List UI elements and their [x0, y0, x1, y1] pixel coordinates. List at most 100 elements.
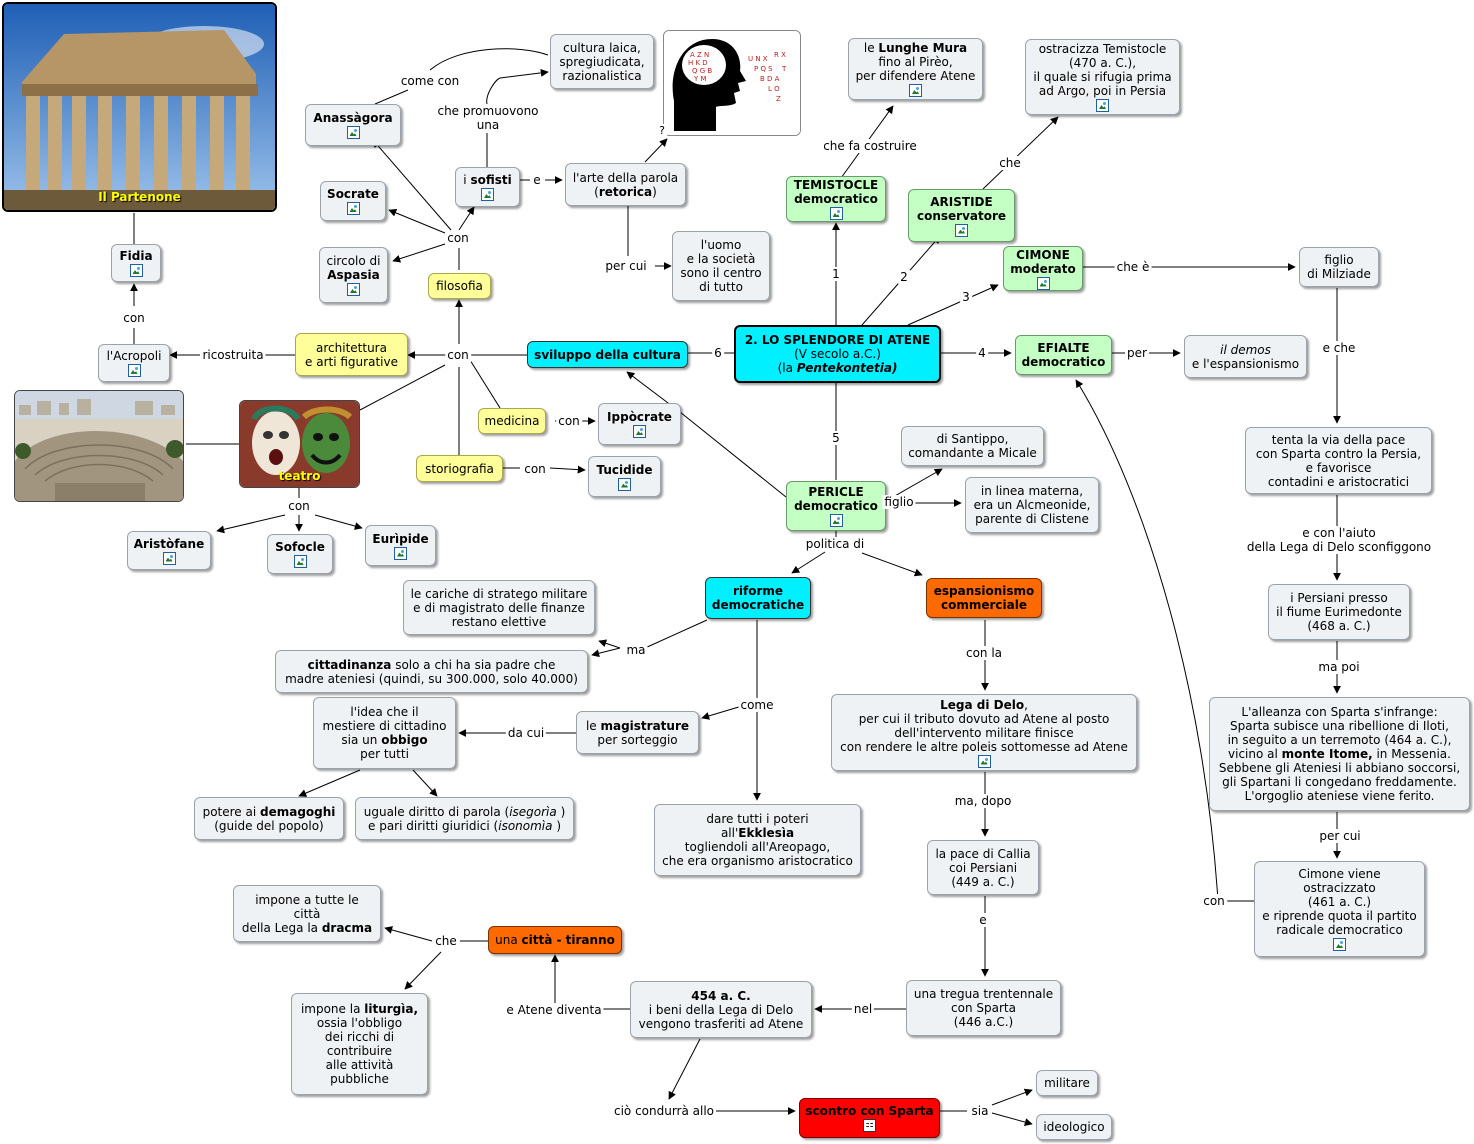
idea-obbligo-node[interactable]: l'idea che il mestiere di cittadino sia … — [313, 697, 456, 769]
image-icon[interactable] — [162, 551, 176, 565]
link-label: 6 — [712, 346, 724, 360]
acropoli-node[interactable]: l'Acropoli — [98, 344, 170, 382]
temistocle-node[interactable]: TEMISTOCLE democratico — [786, 176, 886, 222]
efialte-node[interactable]: EFIALTE democratico — [1015, 335, 1112, 375]
cimone-ostracizzato-node[interactable]: Cimone viene ostracizzato (461 a. C.) e … — [1254, 861, 1425, 957]
espansionismo-commerciale-node[interactable]: espansionismo commerciale — [926, 578, 1042, 618]
alcmeonide-node[interactable]: in linea materna, era un Alcmeonide, par… — [965, 477, 1099, 533]
anassagora-node[interactable]: Anassàgora — [305, 104, 401, 146]
link-label: politica di — [803, 537, 867, 551]
figlio-milziade-node[interactable]: figlio di Milziade — [1299, 247, 1379, 287]
link-label: ciò condurrà allo — [611, 1104, 717, 1118]
sofisti-node[interactable]: i sofisti — [455, 167, 520, 207]
poteri-ekklesia-node[interactable]: dare tutti i poteri all'Ekklesìa toglien… — [654, 804, 861, 876]
image-icon[interactable] — [977, 754, 991, 768]
image-icon[interactable] — [1096, 99, 1109, 112]
militare-node[interactable]: militare — [1036, 1070, 1098, 1096]
aspasia-node[interactable]: circolo di Aspasia — [319, 247, 388, 303]
concept-map-icon[interactable]: ⚏ — [863, 1119, 876, 1132]
image-icon[interactable] — [129, 264, 143, 277]
demagoghi-node[interactable]: potere ai demagoghi (guide del popolo) — [194, 797, 344, 840]
persiani-eurimedonte-node[interactable]: i Persiani presso il fiume Eurimedonte (… — [1268, 584, 1410, 640]
aristofane-node[interactable]: Aristòfane — [127, 531, 211, 570]
theatre-masks-image — [240, 401, 359, 487]
medicina-node[interactable]: medicina — [478, 408, 546, 434]
theatre-photo[interactable] — [14, 390, 184, 502]
image-icon[interactable] — [346, 126, 360, 139]
liturgia-node[interactable]: impone la liturgìa, ossia l'obbligo dei … — [291, 993, 428, 1095]
cimone-node[interactable]: CIMONE moderato — [1003, 246, 1083, 291]
main-subtitle: (V secolo a.C.) — [794, 347, 881, 361]
pace-callia-node[interactable]: la pace di Callia coi Persiani (449 a. C… — [927, 840, 1039, 895]
image-icon[interactable] — [346, 202, 360, 215]
architettura-node[interactable]: architettura e arti figurative — [295, 333, 408, 376]
ostracizza-temistocle-node[interactable]: ostracizza Temistocle (470 a. C.), il qu… — [1025, 39, 1180, 115]
link-label: figlio — [882, 495, 916, 509]
magistrature-node[interactable]: le magistrature per sorteggio — [576, 711, 699, 754]
tucidide-node[interactable]: Tucidide — [588, 456, 661, 497]
sviluppo-cultura-node[interactable]: sviluppo della cultura — [527, 341, 688, 368]
ippocrate-node[interactable]: Ippòcrate — [598, 403, 681, 445]
link-label: che — [997, 156, 1023, 170]
image-icon[interactable] — [1036, 276, 1050, 290]
link-label: con la — [963, 646, 1005, 660]
lunghe-mura-node[interactable]: le Lunghe Mura fino al Pirèo, per difend… — [848, 38, 983, 100]
teatro-node[interactable]: teatro — [239, 400, 360, 488]
image-icon[interactable] — [127, 364, 141, 377]
image-icon[interactable] — [955, 223, 968, 237]
link-label: come con — [398, 74, 462, 88]
svg-text:T: T — [781, 65, 787, 73]
citta-tiranno-node[interactable]: una città - tiranno — [488, 926, 622, 954]
fidia-node[interactable]: Fidia — [111, 244, 161, 282]
image-icon[interactable] — [1333, 938, 1346, 951]
image-icon[interactable] — [481, 188, 494, 201]
aristide-node[interactable]: ARISTIDE conservatore — [908, 189, 1015, 242]
pericle-node[interactable]: PERICLE democratico — [786, 481, 886, 531]
cittadinanza-node[interactable]: cittadinanza solo a chi ha sia padre che… — [275, 650, 588, 693]
riforme-democratiche-node[interactable]: riforme democratiche — [705, 577, 811, 619]
parthenon-photo[interactable]: Il Partenone — [2, 2, 277, 212]
filosofia-node[interactable]: filosofia — [428, 273, 491, 299]
ideologico-node[interactable]: ideologico — [1036, 1114, 1112, 1140]
svg-text:B D A: B D A — [760, 75, 780, 83]
scontro-sparta-node[interactable]: scontro con Sparta ⚏ — [799, 1098, 940, 1138]
dracma-node[interactable]: impone a tutte le città della Lega la dr… — [233, 885, 381, 942]
socrate-node[interactable]: Socrate — [320, 181, 386, 221]
image-icon[interactable] — [394, 546, 407, 560]
image-icon[interactable] — [909, 84, 922, 97]
link-label: 2 — [898, 270, 910, 284]
retorica-node[interactable]: l'arte della parola (retorica) — [565, 163, 686, 206]
demos-node[interactable]: il demos e l'espansionismo — [1184, 335, 1307, 378]
storiografia-node[interactable]: storiografia — [416, 455, 503, 482]
tregua-trentennale-node[interactable]: una tregua trentennale con Sparta (446 a… — [906, 980, 1061, 1036]
image-icon[interactable] — [347, 283, 360, 296]
link-label: e — [977, 913, 989, 927]
santippo-node[interactable]: di Santippo, comandante a Micale — [901, 426, 1044, 466]
link-label: ma, dopo — [952, 794, 1014, 808]
alleanza-sparta-node[interactable]: L'alleanza con Sparta s'infrange: Sparta… — [1209, 697, 1470, 811]
link-label: con — [286, 499, 312, 513]
image-icon[interactable] — [829, 207, 843, 220]
diritto-parola-node[interactable]: uguale diritto di parola (isegorìa ) e p… — [355, 797, 574, 840]
svg-text:A Z N: A Z N — [690, 51, 709, 59]
sofocle-node[interactable]: Sofocle — [267, 534, 333, 574]
lega-di-delo-node[interactable]: Lega di Delo, per cui il tributo dovuto … — [831, 694, 1137, 771]
image-icon[interactable] — [293, 555, 307, 568]
main-topic-node[interactable]: 2. LO SPLENDORE DI ATENE (V secolo a.C.)… — [734, 325, 941, 383]
cariche-elettive-node[interactable]: le cariche di stratego militare e di mag… — [403, 580, 595, 635]
link-label: da cui — [505, 726, 547, 740]
cultura-laica-node[interactable]: cultura laica, spregiudicata, razionalis… — [550, 34, 654, 89]
uomo-centro-node[interactable]: l'uomo e la società sono il centro di tu… — [672, 231, 770, 301]
link-label: 3 — [960, 290, 972, 304]
image-icon[interactable] — [618, 477, 631, 491]
euripide-node[interactable]: Eurìpide — [365, 525, 436, 566]
via-della-pace-node[interactable]: tenta la via della pace con Sparta contr… — [1245, 427, 1432, 494]
anno-454-node[interactable]: 454 a. C. i beni della Lega di Delo veng… — [630, 981, 812, 1038]
link-label: 4 — [976, 346, 988, 360]
link-label: con — [121, 311, 147, 325]
image-icon[interactable] — [633, 425, 646, 438]
image-icon[interactable] — [829, 514, 843, 527]
svg-text:Q G B: Q G B — [692, 67, 712, 75]
